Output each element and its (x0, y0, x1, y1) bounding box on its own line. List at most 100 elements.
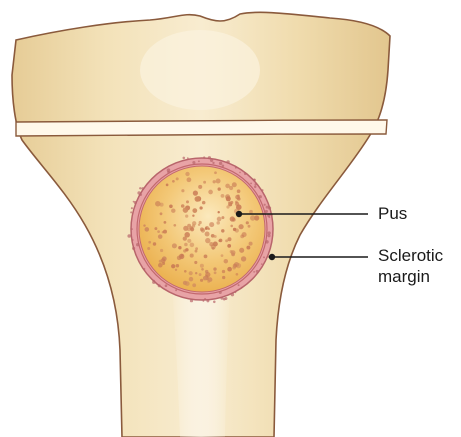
pus-dot (143, 224, 145, 226)
pus-dot (205, 226, 209, 230)
sclerotic-speckle (132, 247, 135, 250)
pus-dot (204, 255, 208, 259)
pus-dot (239, 248, 244, 253)
sclerotic-speckle (256, 270, 259, 273)
pus-dot (192, 214, 194, 216)
pus-dot (203, 181, 206, 184)
sclerotic-speckle (264, 204, 266, 206)
pus-dot (249, 210, 253, 214)
sclerotic-speckle (262, 189, 264, 191)
label-pus: Pus (378, 203, 407, 224)
pus-dot (217, 217, 222, 222)
pus-dot (248, 225, 251, 228)
pus-dot (222, 270, 225, 273)
sclerotic-speckle (219, 162, 222, 165)
pus-dot (250, 215, 255, 220)
pus-dot (208, 277, 213, 282)
growth-plate (16, 120, 387, 136)
pus-dot (159, 260, 162, 263)
pus-dot (145, 227, 150, 232)
sclerotic-speckle (158, 284, 161, 287)
sclerotic-speckle (204, 298, 206, 300)
sclerotic-speckle (265, 210, 268, 213)
pus-dot (195, 196, 201, 202)
sclerotic-speckle (254, 183, 256, 185)
sclerotic-speckle (238, 284, 240, 286)
pus-dot (227, 244, 231, 248)
sclerotic-speckle (231, 293, 234, 296)
pus-dot (228, 237, 232, 241)
pus-dot (218, 211, 220, 213)
pus-dot (185, 248, 188, 251)
sclerotic-speckle (132, 239, 134, 241)
pus-dot (192, 283, 196, 287)
pus-dot (202, 201, 206, 205)
pus-dot (190, 243, 195, 248)
sclerotic-speckle (143, 268, 145, 270)
pus-dot (147, 247, 150, 250)
pus-dot (190, 227, 194, 231)
sclerotic-speckle (241, 287, 243, 289)
pus-dot (236, 273, 239, 276)
pus-dot (198, 224, 200, 226)
pus-dot (230, 216, 235, 221)
pus-dot (190, 254, 194, 258)
pus-dot (171, 208, 175, 212)
sclerotic-speckle (131, 207, 133, 209)
sclerotic-speckle (254, 186, 257, 189)
pus-dot (148, 241, 151, 244)
pus-dot (208, 190, 213, 195)
sclerotic-speckle (261, 263, 263, 265)
pus-dot (227, 267, 232, 272)
sclerotic-speckle (253, 271, 255, 273)
sclerotic-speckle (139, 187, 141, 189)
pus-dot (246, 246, 250, 250)
pus-dot (241, 256, 246, 261)
sclerotic-speckle (250, 182, 252, 184)
sclerotic-speckle (268, 231, 271, 234)
pus-dot (195, 247, 198, 250)
pus-dot (185, 172, 189, 176)
sclerotic-speckle (208, 156, 211, 159)
pus-dot (239, 224, 244, 229)
pus-dot (171, 264, 175, 268)
pus-dot (169, 205, 173, 209)
sclerotic-speckle (165, 284, 168, 287)
pus-dot (166, 184, 169, 187)
pus-dot (214, 171, 217, 174)
sclerotic-speckle (259, 195, 262, 198)
pus-dot (187, 177, 192, 182)
pus-dot (203, 276, 207, 280)
pus-dot (175, 269, 177, 271)
sclerotic-speckle (203, 300, 205, 302)
pus-dot (181, 204, 185, 208)
sclerotic-speckle (265, 240, 268, 243)
pus-dot (164, 221, 167, 224)
pus-dot (198, 185, 202, 189)
pus-dot (158, 234, 163, 239)
pus-dot (163, 230, 167, 234)
epiphysis-highlight (140, 30, 260, 110)
pus-dot (214, 271, 217, 274)
pus-dot (232, 182, 237, 187)
pus-dot (225, 184, 230, 189)
sclerotic-speckle (235, 167, 237, 169)
sclerotic-speckle (198, 160, 200, 162)
pus-dot (185, 214, 188, 217)
pus-dot (222, 276, 225, 279)
pus-dot (157, 230, 160, 233)
pus-dot (218, 187, 221, 190)
sclerotic-speckle (244, 172, 247, 175)
sclerotic-speckle (153, 280, 155, 282)
sclerotic-speckle (167, 171, 170, 174)
label-sclerotic-line2: margin (378, 266, 443, 287)
pus-dot (233, 228, 236, 231)
pus-dot (205, 238, 210, 243)
pus-dot (235, 202, 239, 206)
pus-dot (230, 225, 233, 228)
pus-dot (162, 262, 165, 265)
sclerotic-speckle (263, 256, 265, 258)
pus-dot (172, 243, 177, 248)
pus-dot (214, 235, 217, 238)
pus-dot (200, 264, 204, 268)
